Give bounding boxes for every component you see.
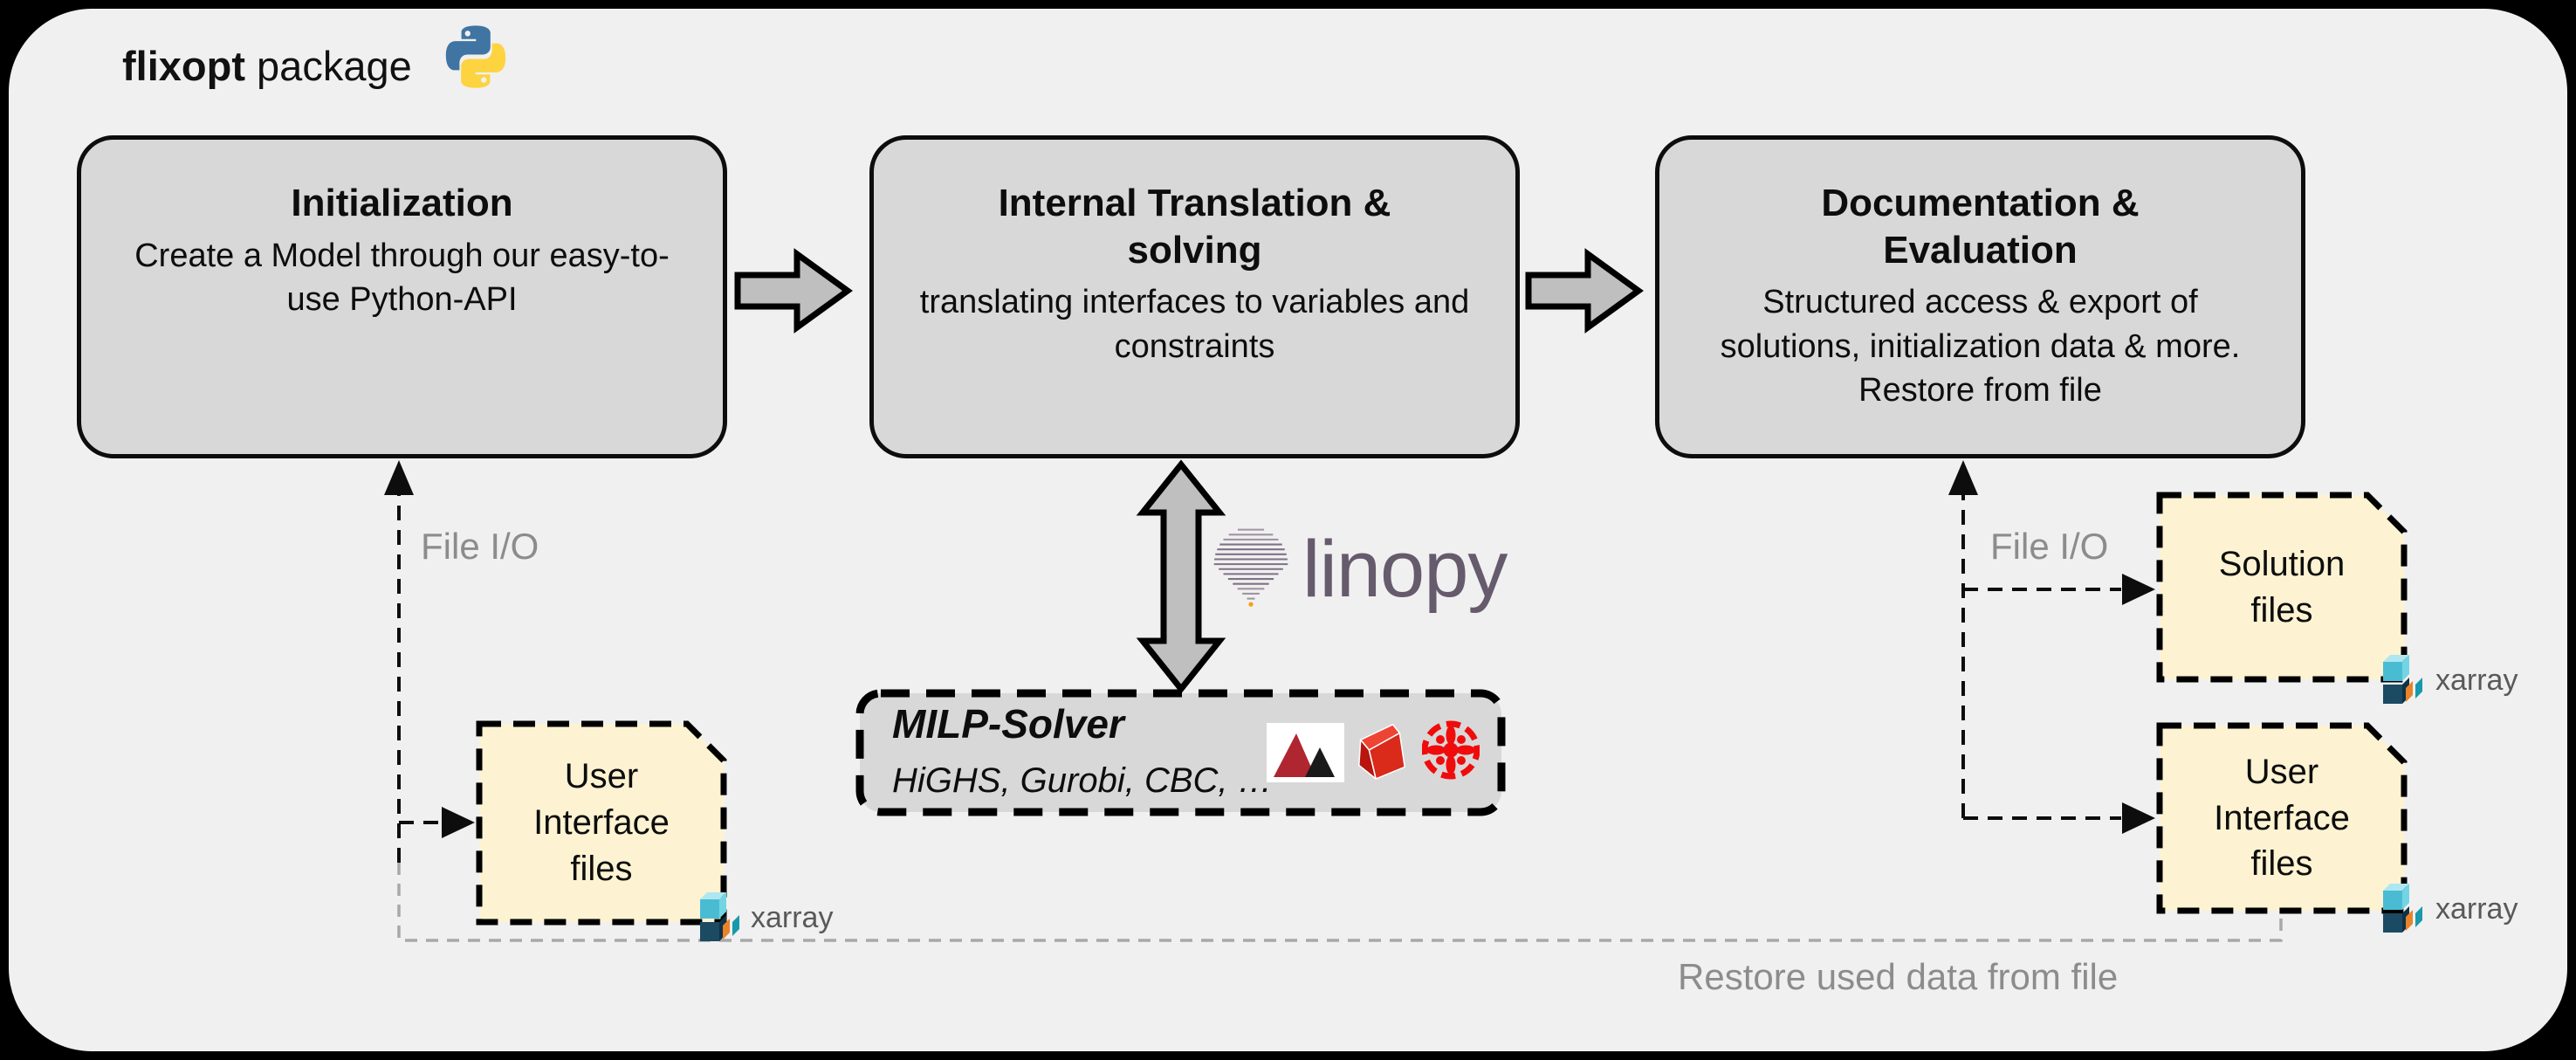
gurobi-logo-icon: [1357, 724, 1406, 780]
ui-branch-arrowhead-icon: [2122, 802, 2155, 834]
translation-title: Internal Translation & solving: [999, 180, 1391, 273]
highs-logo-icon: [1267, 723, 1344, 782]
milp-solver-title: MILP-Solver: [892, 701, 1124, 747]
right-up-arrowhead-icon: [1948, 460, 1978, 495]
milp-solver-subtitle: HiGHS, Gurobi, CBC, …: [892, 761, 1273, 800]
xarray-logo-icon: [700, 892, 739, 941]
note-shape: [2156, 492, 2408, 683]
restore-label: Restore used data from file: [1678, 956, 2119, 997]
translation-title-line1: Internal Translation &: [998, 182, 1391, 224]
xarray-logo-icon: [2383, 884, 2422, 933]
documentation-box: Documentation & Evaluation Structured ac…: [1655, 135, 2305, 458]
flow-arrow-1-icon: [734, 248, 853, 334]
note-line: Solution: [2218, 544, 2346, 583]
file-io-label-right: File I/O: [1990, 526, 2109, 567]
xarray-label: xarray: [751, 901, 834, 934]
initialization-title: Initialization: [291, 182, 513, 224]
file-io-label-left: File I/O: [421, 526, 539, 567]
solution-branch-arrowhead-icon: [2122, 574, 2155, 605]
translation-title-line2: solving: [1127, 228, 1262, 272]
note-line: User: [564, 757, 639, 796]
solution-files-note: Solution files: [2156, 492, 2408, 683]
documentation-title: Documentation & Evaluation: [1821, 180, 2139, 273]
left-branch-arrowhead-icon: [442, 807, 475, 838]
package-title-bold: flixopt: [122, 43, 245, 89]
user-interface-files-note-right: User Interface files: [2156, 722, 2408, 914]
xarray-label: xarray: [2435, 664, 2518, 697]
package-title: flixopt package: [122, 42, 412, 90]
initialization-body: Create a Model through our easy-to-use P…: [134, 237, 670, 319]
note-line: Interface: [533, 803, 670, 843]
note-line: User: [2244, 752, 2319, 791]
xarray-label: xarray: [2435, 892, 2518, 926]
note-line: files: [2250, 590, 2313, 630]
package-title-regular: package: [244, 43, 412, 89]
translation-body: translating interfaces to variables and …: [919, 284, 1470, 365]
documentation-title-line1: Documentation &: [1821, 182, 2140, 224]
python-logo-icon: [445, 25, 506, 88]
documentation-body: Structured access & export of solutions,…: [1720, 284, 2241, 410]
left-up-arrowhead-icon: [384, 460, 414, 495]
note-line: files: [2250, 844, 2313, 884]
initialization-box: Initialization Create a Model through ou…: [77, 135, 727, 458]
linopy-icon: [1213, 528, 1288, 607]
note-line: files: [570, 849, 633, 888]
note-shape: [476, 720, 727, 926]
translation-box: Internal Translation & solving translati…: [869, 135, 1520, 458]
user-interface-files-note-left: User Interface files: [476, 720, 727, 926]
linopy-wordmark: linopy: [1302, 525, 1508, 614]
xarray-logo-icon: [2383, 655, 2422, 704]
bidirectional-arrow-icon: [1136, 459, 1226, 694]
restore-data-line: [397, 863, 2283, 942]
right-file-io-connector: [1961, 494, 2121, 820]
flow-arrow-2-icon: [1525, 248, 1644, 334]
note-line: Interface: [2214, 798, 2350, 837]
note-shape: [2156, 722, 2408, 914]
left-file-io-connector: [397, 494, 440, 863]
documentation-title-line2: Evaluation: [1883, 228, 2078, 272]
cbc-logo-icon: [1422, 720, 1480, 780]
